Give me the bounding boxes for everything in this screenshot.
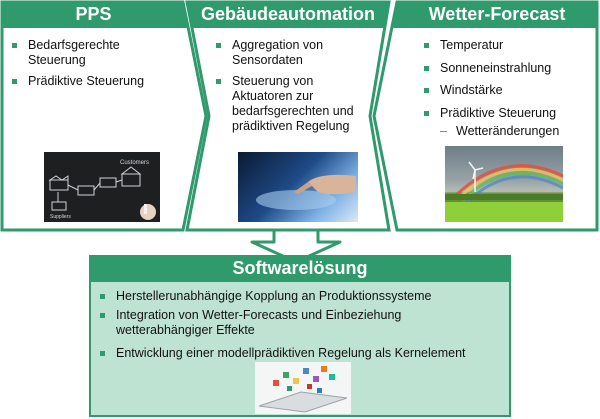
weather-landscape-image: [445, 146, 563, 222]
pps-supply-chain-image: Customers Suppliers: [44, 152, 160, 222]
gebaeude-item-label: Steuerung von Aktuatoren zur bedarfsgere…: [232, 74, 354, 133]
software-item-label: Entwicklung einer modellprädiktiven Rege…: [116, 346, 466, 360]
software-title: Softwarelösung: [232, 258, 368, 278]
bullet-icon: [12, 79, 17, 84]
bullet-icon: [216, 79, 221, 84]
software-header-band: [90, 256, 510, 282]
gebaeude-item-label: Aggregation von Sensordaten: [232, 38, 324, 67]
software-item: Integration von Wetter-Forecasts und Ein…: [100, 308, 505, 340]
bullet-icon: [100, 294, 105, 299]
pps-item-label: Prädiktive Steuerung: [28, 74, 145, 88]
wetter-item-label: Temperatur: [440, 38, 504, 52]
bullet-icon: [100, 313, 105, 318]
down-arrow: [250, 228, 342, 264]
gebaeude-item: Aggregation von Sensordaten: [216, 38, 381, 70]
wetter-item-label: Sonneneinstrahlung: [440, 61, 552, 75]
pps-title: PPS: [75, 4, 112, 24]
pps-item: Bedarfsgerechte Steuerung: [12, 38, 182, 70]
gebaeude-item: Steuerung von Aktuatoren zur bedarfsgere…: [216, 74, 381, 136]
bullet-icon: [424, 111, 429, 116]
pps-item-label: Bedarfsgerechte Steuerung: [28, 38, 120, 67]
wetter-subitem: – Wetteränderungen: [440, 124, 595, 140]
app-icons: [273, 366, 335, 393]
dash-icon: –: [440, 124, 447, 138]
bullet-icon: [12, 43, 17, 48]
wetter-item: Prädiktive Steuerung: [424, 106, 594, 122]
software-item: Herstellerunabhängige Kopplung an Produk…: [100, 289, 505, 305]
suppliers-label: Suppliers: [50, 214, 71, 220]
bullet-icon: [424, 43, 429, 48]
wind-turbine-icon: [468, 161, 484, 192]
wetter-item-label: Prädiktive Steuerung: [440, 106, 557, 120]
wetter-item: Sonneneinstrahlung: [424, 61, 594, 77]
wetter-title: Wetter-Forecast: [428, 4, 566, 24]
hand-icon: [308, 174, 356, 195]
bullet-icon: [424, 66, 429, 71]
software-item-label: Herstellerunabhängige Kopplung an Produk…: [116, 289, 432, 303]
wetter-item: Windstärke: [424, 83, 594, 99]
bullet-icon: [100, 351, 105, 356]
gebaeude-header-band: [187, 2, 389, 28]
hand-icon: [140, 204, 156, 220]
bullet-icon: [424, 88, 429, 93]
software-item: Entwicklung einer modellprädiktiven Rege…: [100, 346, 505, 362]
wetter-item-label: Windstärke: [440, 83, 503, 97]
bullet-icon: [216, 43, 221, 48]
gebaeude-title: Gebäudeautomation: [200, 4, 375, 24]
pps-header-band: [2, 2, 189, 28]
chalk-icon: [144, 204, 147, 214]
wetter-subitem-label: Wetteränderungen: [456, 124, 560, 138]
tablet-apps-image: [255, 362, 351, 414]
touchscreen-image: [238, 152, 358, 222]
pps-item: Prädiktive Steuerung: [12, 74, 182, 90]
wetter-item: Temperatur: [424, 38, 594, 54]
customers-label: Customers: [120, 160, 149, 166]
software-item-label: Integration von Wetter-Forecasts und Ein…: [116, 308, 402, 337]
wetter-header-band: [392, 2, 597, 28]
